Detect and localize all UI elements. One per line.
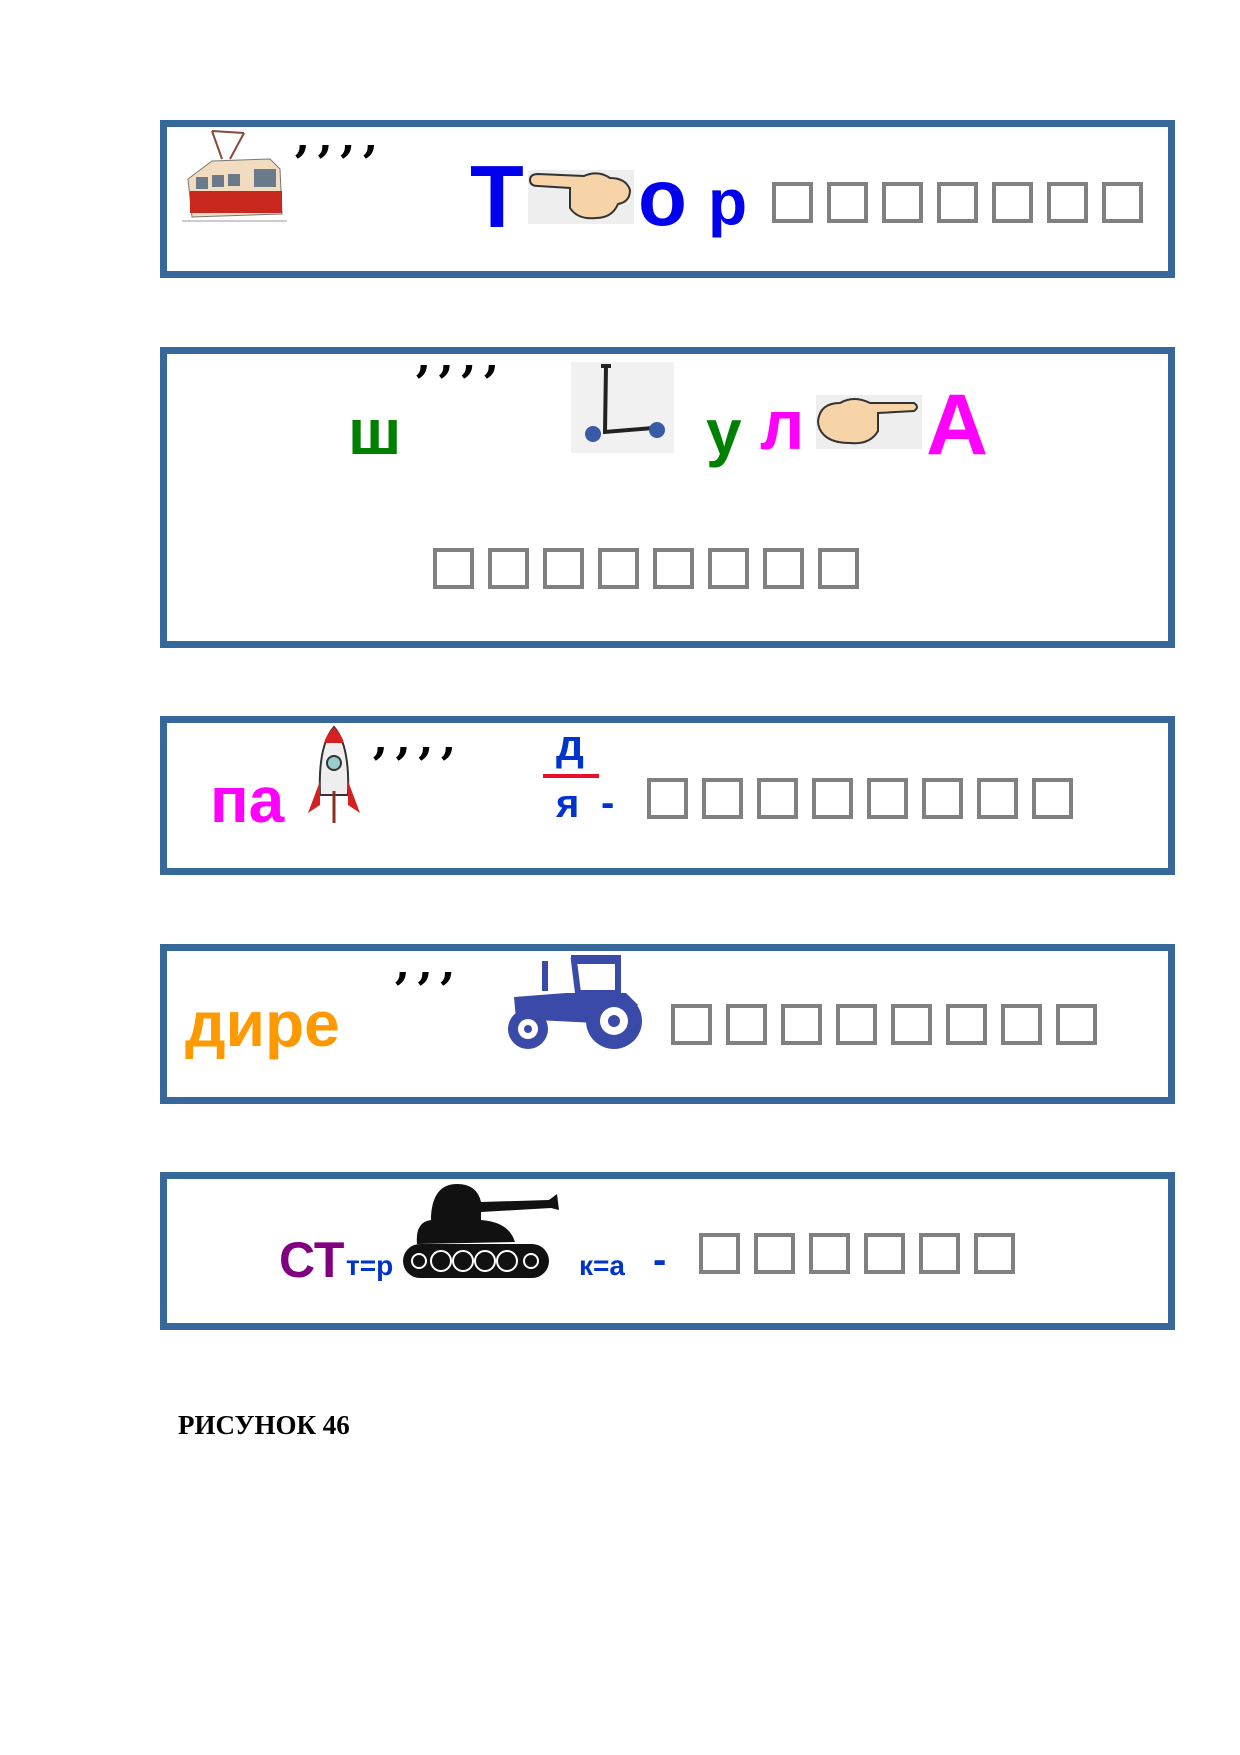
answer-squares[interactable] [671, 1004, 1097, 1045]
answer-letter-cell[interactable] [922, 778, 963, 819]
letter-sh: ш [348, 396, 402, 468]
answer-letter-cell[interactable] [1001, 1004, 1042, 1045]
dash: - [653, 1238, 667, 1282]
answer-letter-cell[interactable] [757, 778, 798, 819]
answer-letter-cell[interactable] [977, 778, 1018, 819]
pointing-hand-icon [528, 170, 634, 224]
answer-letter-cell[interactable] [708, 548, 749, 589]
answer-letter-cell[interactable] [864, 1233, 905, 1274]
fraction-bottom: я [556, 782, 580, 826]
scooter-icon [571, 362, 674, 453]
answer-letter-cell[interactable] [891, 1004, 932, 1045]
answer-letter-cell[interactable] [1102, 182, 1143, 223]
tractor-icon [508, 955, 642, 1049]
answer-letter-cell[interactable] [1047, 182, 1088, 223]
answer-letter-cell[interactable] [1056, 1004, 1097, 1045]
pointing-hand-icon [816, 395, 922, 449]
letter-t: Т [470, 147, 524, 246]
answer-letter-cell[interactable] [1032, 778, 1073, 819]
answer-letter-cell[interactable] [772, 182, 813, 223]
answer-squares[interactable] [772, 182, 1143, 223]
answer-letter-cell[interactable] [433, 548, 474, 589]
answer-letter-cell[interactable] [919, 1233, 960, 1274]
puzzle-box-4 [160, 944, 1175, 1104]
answer-letter-cell[interactable] [827, 182, 868, 223]
letters-pa: па [210, 764, 285, 836]
rocket-icon [308, 725, 360, 823]
answer-letter-cell[interactable] [992, 182, 1033, 223]
tram-icon [182, 130, 287, 222]
answer-letter-cell[interactable] [882, 182, 923, 223]
answer-letter-cell[interactable] [836, 1004, 877, 1045]
answer-letter-cell[interactable] [653, 548, 694, 589]
letters-dire: дире [185, 988, 340, 1060]
answer-letter-cell[interactable] [699, 1233, 740, 1274]
answer-letter-cell[interactable] [946, 1004, 987, 1045]
commas: ’’’’ [371, 738, 462, 794]
answer-letter-cell[interactable] [781, 1004, 822, 1045]
answer-letter-cell[interactable] [754, 1233, 795, 1274]
letter-o: о [638, 153, 687, 242]
tank-icon [403, 1184, 559, 1278]
letter-a: А [926, 377, 989, 473]
substitution-t-r: т=р [346, 1250, 394, 1281]
fraction-top: д [556, 721, 584, 770]
answer-letter-cell[interactable] [809, 1233, 850, 1274]
answer-squares[interactable] [433, 548, 859, 589]
answer-letter-cell[interactable] [867, 778, 908, 819]
puzzle-box-5 [160, 1172, 1175, 1330]
commas: ’’’ [393, 963, 462, 1019]
figure-caption: РИСУНОК 46 [178, 1410, 350, 1440]
answer-letter-cell[interactable] [812, 778, 853, 819]
letter-u: у [706, 396, 742, 468]
answer-letter-cell[interactable] [937, 182, 978, 223]
letter-r: р [708, 166, 748, 238]
answer-letter-cell[interactable] [488, 548, 529, 589]
letters-st: СТ [279, 1232, 345, 1288]
commas: ’’’’ [293, 136, 384, 192]
puzzle-box-1 [160, 120, 1175, 278]
fraction-line [543, 774, 599, 778]
answer-squares[interactable] [647, 778, 1073, 819]
answer-letter-cell[interactable] [671, 1004, 712, 1045]
answer-letter-cell[interactable] [818, 548, 859, 589]
substitution-k-a: к=а [579, 1250, 625, 1281]
answer-letter-cell[interactable] [543, 548, 584, 589]
answer-squares[interactable] [699, 1233, 1015, 1274]
answer-letter-cell[interactable] [726, 1004, 767, 1045]
answer-letter-cell[interactable] [763, 548, 804, 589]
commas: ’’’’ [414, 356, 505, 412]
dash: - [601, 781, 615, 825]
letter-l: л [760, 386, 805, 464]
answer-letter-cell[interactable] [598, 548, 639, 589]
answer-letter-cell[interactable] [647, 778, 688, 819]
answer-letter-cell[interactable] [702, 778, 743, 819]
answer-letter-cell[interactable] [974, 1233, 1015, 1274]
